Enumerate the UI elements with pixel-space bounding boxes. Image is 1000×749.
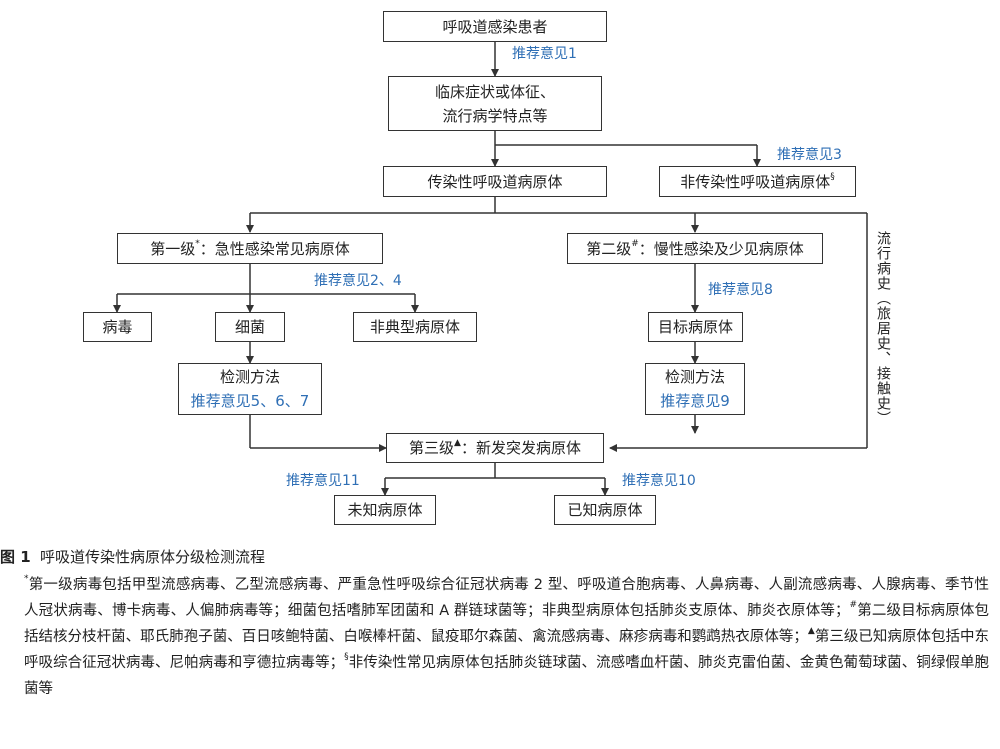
box-method-right: 检测方法 推荐意见9 — [645, 363, 745, 415]
level2-prefix: 第二级 — [586, 239, 632, 258]
rec-11: 推荐意见11 — [286, 473, 360, 489]
box-unknown: 未知病原体 — [334, 495, 436, 525]
noninfectious-label: 非传染性呼吸道病原体 — [680, 172, 831, 191]
rec-10: 推荐意见10 — [622, 473, 696, 489]
box-patient: 呼吸道感染患者 — [383, 11, 607, 42]
method-left-label: 检测方法 — [219, 368, 280, 386]
note-part-2: 第二级目标病原体包括结核分枝杆菌、耶氏肺孢子菌、百日咳鲍特菌、白喉棒杆菌、鼠疫耶… — [24, 603, 990, 645]
box-virus: 病毒 — [83, 312, 152, 342]
note-mark-2: # — [849, 600, 858, 611]
level1-text: ：急性感染常见病原体 — [199, 239, 350, 258]
method-left-rec: 推荐意见5、6、7 — [190, 392, 310, 410]
epidemiology-side-label: 流行病史（旅居史、接触史） — [870, 228, 896, 428]
level3-mark: ▲ — [454, 438, 461, 448]
bacteria-label: 细菌 — [234, 318, 265, 336]
box-symptoms: 临床症状或体征、 流行病学特点等 — [388, 76, 602, 131]
note-mark-3: ▲ — [807, 626, 815, 637]
symptoms-line1: 临床症状或体征、 — [434, 82, 555, 101]
target-label: 目标病原体 — [657, 318, 733, 336]
virus-label: 病毒 — [102, 318, 133, 336]
level3-prefix: 第三级 — [409, 439, 455, 457]
atypical-label: 非典型病原体 — [369, 318, 460, 336]
unknown-label: 未知病原体 — [347, 501, 423, 519]
level2-text: ：慢性感染及少见病原体 — [638, 239, 804, 258]
box-level3: 第三级▲：新发突发病原体 — [386, 433, 604, 463]
box-known: 已知病原体 — [554, 495, 656, 525]
rec-8: 推荐意见8 — [708, 282, 773, 298]
box-method-left: 检测方法 推荐意见5、6、7 — [178, 363, 322, 415]
box-level2: 第二级#：慢性感染及少见病原体 — [567, 233, 823, 264]
box-level1: 第一级*：急性感染常见病原体 — [117, 233, 383, 264]
note-mark-4: § — [344, 652, 349, 663]
method-right-rec: 推荐意见9 — [660, 392, 730, 410]
rec-3: 推荐意见3 — [777, 147, 842, 163]
level2-mark: # — [631, 238, 639, 249]
rec-1: 推荐意见1 — [512, 46, 577, 62]
figure-title: 呼吸道传染性病原体分级检测流程 — [40, 548, 266, 566]
level1-mark: * — [195, 238, 200, 249]
box-infectious: 传染性呼吸道病原体 — [383, 166, 607, 197]
method-right-label: 检测方法 — [664, 368, 725, 386]
symptoms-line2: 流行病学特点等 — [442, 106, 548, 125]
note-part-4: 非传染性常见病原体包括肺炎链球菌、流感嗜血杆菌、肺炎克雷伯菌、金黄色葡萄球菌、铜… — [24, 655, 990, 697]
box-bacteria: 细菌 — [215, 312, 285, 342]
box-noninfectious: 非传染性呼吸道病原体§ — [659, 166, 856, 197]
figure-note: *第一级病毒包括甲型流感病毒、乙型流感病毒、严重急性呼吸综合征冠状病毒 2 型、… — [24, 572, 989, 702]
noninfectious-mark: § — [830, 171, 835, 182]
note-part-1: 第一级病毒包括甲型流感病毒、乙型流感病毒、严重急性呼吸综合征冠状病毒 2 型、呼… — [24, 577, 989, 619]
level3-text: ：新发突发病原体 — [460, 439, 581, 457]
figure-label: 图 1 — [0, 548, 31, 566]
note-part-3: 第三级已知病原体包括中东呼吸综合征冠状病毒、尼帕病毒和亨德拉病毒等； — [24, 629, 990, 671]
box-target: 目标病原体 — [648, 312, 743, 342]
rec-2-4: 推荐意见2、4 — [314, 273, 402, 289]
known-label: 已知病原体 — [567, 501, 643, 519]
patient-label: 呼吸道感染患者 — [442, 17, 548, 36]
note-mark-1: * — [24, 574, 29, 585]
level1-prefix: 第一级 — [150, 239, 196, 258]
infectious-label: 传染性呼吸道病原体 — [427, 172, 563, 191]
box-atypical: 非典型病原体 — [353, 312, 477, 342]
